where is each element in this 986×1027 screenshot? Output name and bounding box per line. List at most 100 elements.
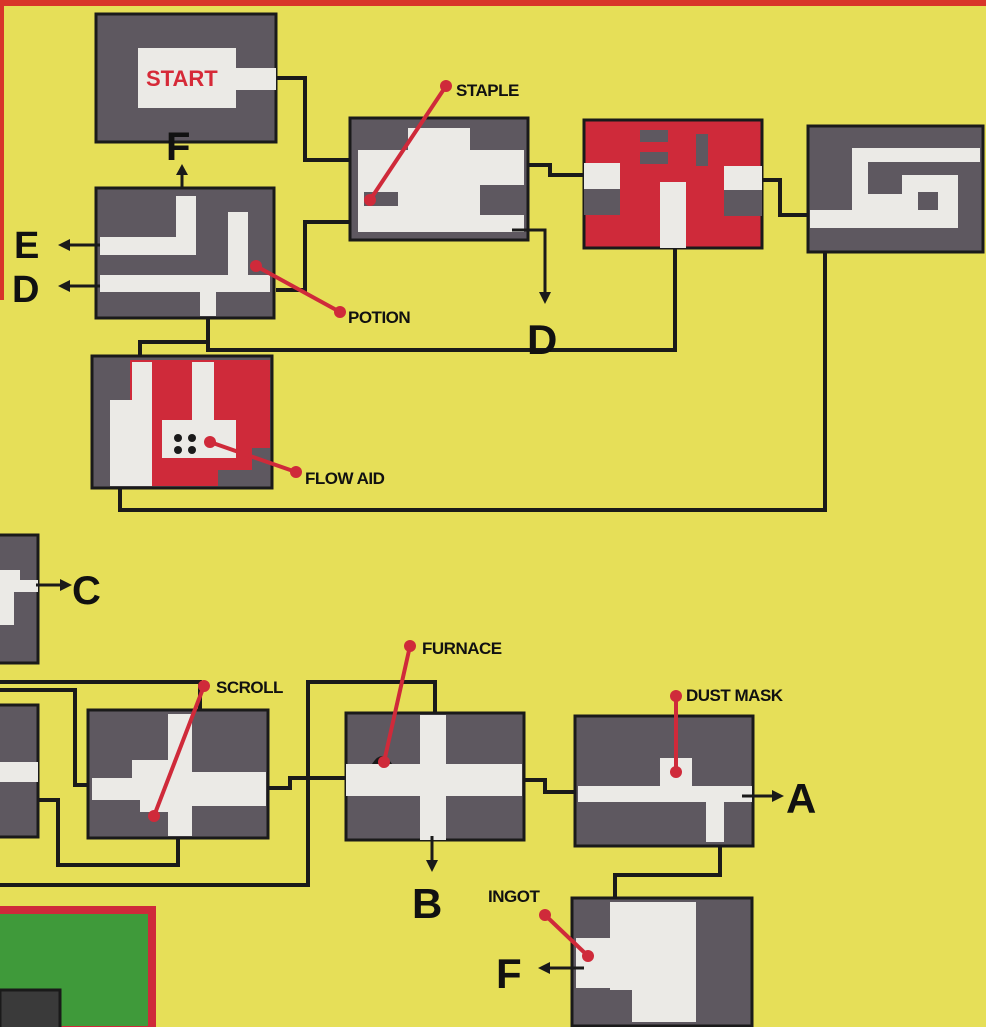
item-labels: STAPLE POTION FLOW AID SCROLL FURNACE DU… — [216, 81, 784, 906]
pointer-staple-end — [364, 194, 376, 206]
connector-staple-redroom — [528, 163, 584, 177]
pointer-staple — [368, 84, 448, 202]
pointer-potion — [255, 264, 341, 314]
room-scroll-floor — [92, 714, 266, 836]
connector-redroom-spiral — [762, 178, 808, 217]
room-flow-aid — [90, 354, 274, 490]
pointer-ingot-head — [539, 909, 551, 921]
exit-f-top: F — [166, 125, 190, 205]
connector-furnace-dustmask — [524, 778, 575, 794]
room-partial-left-lower-floor — [0, 762, 38, 782]
item-label-scroll: SCROLL — [216, 678, 283, 697]
exit-b-bottom: B — [412, 836, 442, 927]
start-label: START — [146, 66, 218, 91]
pointer-furnace-head — [404, 640, 416, 652]
pointer-ingot — [543, 913, 590, 958]
pointer-potion-end — [250, 260, 262, 272]
exit-d-left-label: D — [12, 269, 39, 311]
pointer-scroll — [152, 685, 206, 817]
flow-aid-dot-3 — [174, 446, 182, 454]
pointer-furnace-end — [378, 756, 390, 768]
page-border-left — [0, 0, 4, 300]
exit-b-arrowhead — [426, 860, 438, 872]
connector-scroll-furnace — [268, 776, 346, 790]
room-spiral-floor — [810, 148, 980, 228]
room-red-top-bottom-floor — [660, 182, 686, 248]
flow-aid-dot-2 — [188, 434, 196, 442]
connector-left-scroll-bottom — [38, 798, 180, 867]
pointer-flow-aid — [209, 440, 297, 474]
connector-dustmask-ingot — [613, 845, 722, 898]
pointer-ingot-end — [582, 950, 594, 962]
room-potion — [94, 186, 276, 320]
room-partial-c-floor — [0, 570, 38, 625]
pointer-flow-aid-end — [204, 436, 216, 448]
room-green-walls — [0, 906, 156, 1027]
exit-c-arrowhead — [60, 579, 72, 591]
room-potion-floor-lower — [100, 212, 270, 316]
item-label-dust-mask: DUST MASK — [686, 686, 784, 705]
room-green-inner — [0, 988, 62, 1027]
room-furnace-floor — [346, 715, 522, 840]
exit-a-label: A — [786, 775, 816, 822]
connector-spiral-flowaid — [118, 252, 827, 512]
connector-staple-potion — [276, 220, 350, 292]
room-red-top-right-floor — [724, 166, 762, 190]
room-potion-floor-upper — [100, 196, 196, 255]
room-partial-left-lower — [0, 703, 40, 839]
flow-aid-dot-1 — [174, 434, 182, 442]
exit-f-bottom-arrowhead — [538, 962, 550, 974]
flow-aid-dot-4 — [188, 446, 196, 454]
exit-c-right: C — [36, 569, 101, 613]
exit-d-mid-arrowhead — [539, 292, 551, 304]
exit-d-left: D — [12, 269, 100, 311]
item-pointers — [148, 80, 682, 962]
exit-e-arrowhead — [58, 239, 70, 251]
connector-lines — [0, 76, 827, 898]
connector-potion-flowaid — [138, 340, 210, 358]
exit-e-left: E — [14, 225, 100, 267]
room-red-top-left-floor — [584, 163, 620, 189]
exit-f-top-label: F — [166, 125, 190, 169]
exit-d-mid-arrow-line — [512, 228, 547, 296]
room-red-top-gray-left — [584, 189, 620, 215]
item-label-potion: POTION — [348, 308, 410, 327]
exit-d-mid: D — [512, 228, 557, 363]
exit-f-top-arrowhead — [176, 164, 188, 175]
room-dust-mask-floor — [578, 758, 752, 842]
room-spiral — [806, 124, 985, 254]
exit-f-bottom-label: F — [496, 950, 522, 997]
exit-b-label: B — [412, 880, 442, 927]
start-label-bg — [154, 60, 224, 94]
pointer-dust-mask-end — [670, 766, 682, 778]
pointer-scroll-head — [198, 680, 210, 692]
room-dust-mask — [573, 714, 755, 848]
connector-left-scroll — [0, 688, 90, 787]
exit-c-label: C — [72, 569, 101, 613]
room-staple — [348, 116, 530, 242]
room-furnace — [344, 711, 526, 842]
room-ingot — [570, 896, 754, 1027]
connector-potion-redroom — [206, 248, 677, 352]
item-label-furnace: FURNACE — [422, 639, 502, 658]
room-red-top-block1 — [640, 130, 668, 142]
room-start-exit — [236, 68, 276, 90]
pointer-scroll-end — [148, 810, 160, 822]
connector-loop-furnace — [0, 680, 437, 887]
connector-start-staple — [276, 76, 350, 162]
room-scroll — [86, 708, 270, 840]
pointer-potion-head — [334, 306, 346, 318]
pointer-staple-head — [440, 80, 452, 92]
exit-d-mid-label: D — [527, 316, 557, 363]
room-start: START — [94, 12, 278, 144]
pointer-furnace — [382, 645, 412, 763]
exit-a-right: A — [742, 775, 816, 822]
room-flow-aid-left-floor — [110, 362, 152, 486]
room-red-top-block2 — [640, 152, 668, 164]
pointer-dust-mask-head — [670, 690, 682, 702]
room-green — [0, 906, 156, 1027]
item-label-ingot: INGOT — [488, 887, 540, 906]
room-ingot-floor-left — [576, 938, 610, 988]
item-label-flow-aid: FLOW AID — [305, 469, 385, 488]
